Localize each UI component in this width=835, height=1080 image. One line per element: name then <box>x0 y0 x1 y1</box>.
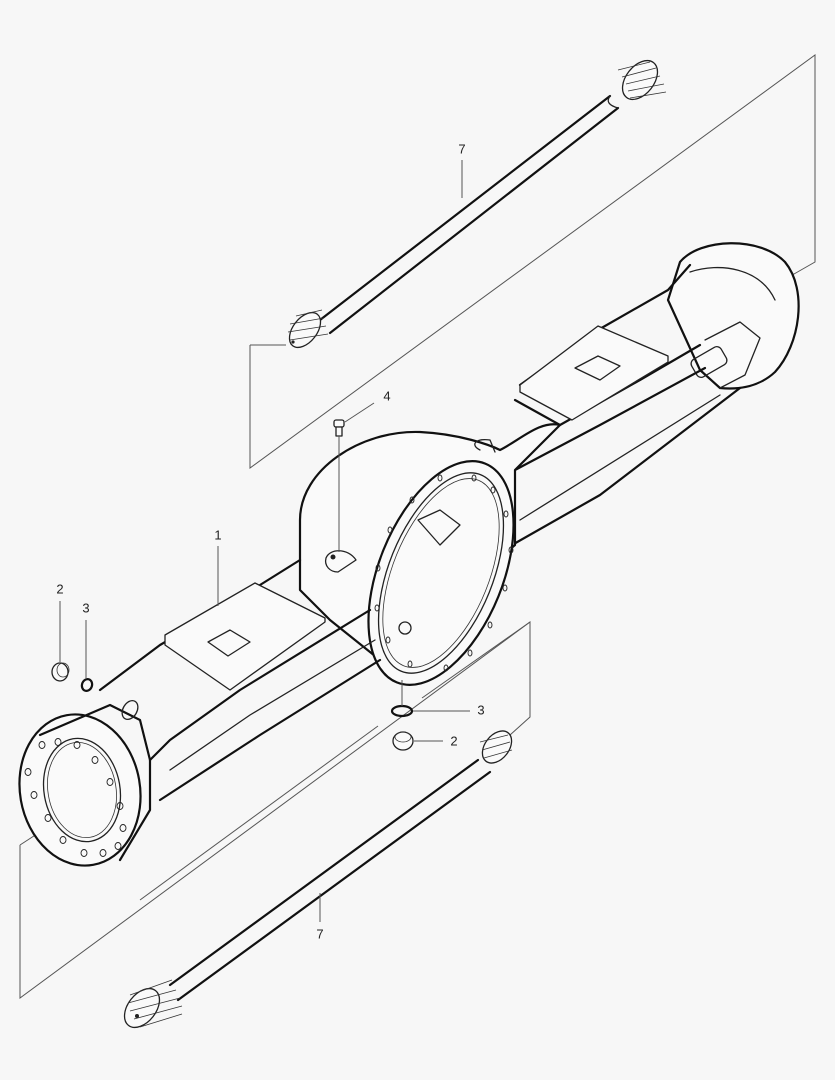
axle-shaft-lower <box>123 730 513 1029</box>
upper-explode-guide-lines <box>249 54 816 469</box>
callout-3-left: 3 <box>82 600 90 616</box>
callout-1: 1 <box>214 527 222 543</box>
flange-bolt-holes-left <box>24 738 127 857</box>
plug-and-oring-right <box>390 680 470 751</box>
axle-housing <box>18 242 800 867</box>
callout-3-right: 3 <box>477 702 485 718</box>
callout-4: 4 <box>383 388 391 404</box>
axle-shaft-upper <box>287 59 667 349</box>
flange-bolt-holes-center <box>374 474 514 672</box>
lower-explode-guide-lines <box>19 621 531 999</box>
callout-2-right: 2 <box>450 733 458 749</box>
callout-7-bottom: 7 <box>316 926 324 942</box>
callout-2-left: 2 <box>56 581 64 597</box>
breather-plug <box>333 402 375 552</box>
plug-and-oring-left <box>51 601 94 692</box>
callout-7-top: 7 <box>458 141 466 157</box>
